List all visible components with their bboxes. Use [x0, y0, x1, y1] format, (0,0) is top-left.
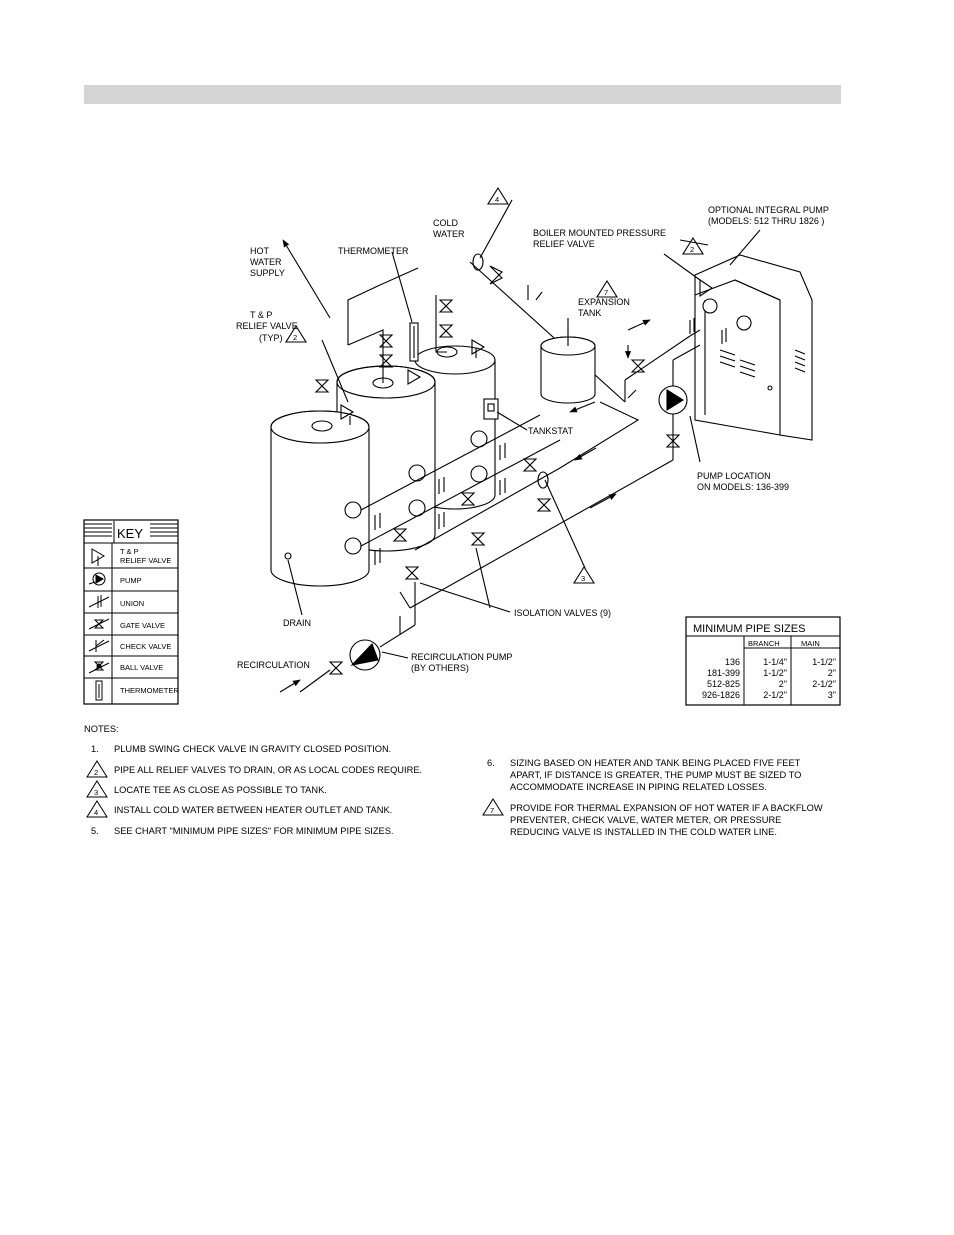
note-2-text: PIPE ALL RELIEF VALVES TO DRAIN, OR AS L… — [114, 765, 423, 775]
note-6-num: 6. — [487, 758, 495, 768]
drain-label: DRAIN — [283, 618, 311, 628]
key-label-gate: GATE VALVE — [120, 621, 165, 630]
key-label-relief-1: T & P — [120, 547, 139, 556]
pump-location-label-1: PUMP LOCATION — [697, 471, 771, 481]
recirc-pump-label-1: RECIRCULATION PUMP — [411, 652, 512, 662]
relief-valve-icon — [91, 548, 105, 566]
pipe-table-col-main: MAIN — [801, 639, 820, 648]
pipe-row-3-main: 2-1/2" — [812, 679, 836, 689]
note-4-text: INSTALL COLD WATER BETWEEN HEATER OUTLET… — [114, 805, 393, 815]
note-1-num: 1. — [91, 744, 99, 754]
note-5-text: SEE CHART "MINIMUM PIPE SIZES" FOR MINIM… — [114, 826, 394, 836]
storage-tank-1 — [270, 410, 370, 587]
note-7-line-3: REDUCING VALVE IS INSTALLED IN THE COLD … — [510, 827, 777, 837]
boiler-relief-label-2: RELIEF VALVE — [533, 239, 595, 249]
pump-location-label-2: ON MODELS: 136-399 — [697, 482, 789, 492]
pipe-row-3-branch: 2" — [779, 679, 787, 689]
note-7-line-1: PROVIDE FOR THERMAL EXPANSION OF HOT WAT… — [510, 803, 823, 813]
pipe-row-1-branch: 1-1/4" — [763, 657, 787, 667]
pipe-table-col-branch: BRANCH — [748, 639, 780, 648]
marker-2a: 2 — [690, 245, 694, 254]
pipe-size-table: MINIMUM PIPE SIZES BRANCH MAIN 136 181-3… — [685, 616, 841, 706]
key-label-ball: BALL VALVE — [120, 663, 163, 672]
pipe-table-title: MINIMUM PIPE SIZES — [693, 623, 805, 635]
ball-valve-icon — [88, 661, 110, 674]
marker-3: 3 — [581, 574, 585, 583]
boiler-relief-label-1: BOILER MOUNTED PRESSURE — [533, 228, 666, 238]
thermometer-icon — [95, 680, 103, 701]
key-label-relief-2: RELIEF VALVE — [120, 556, 171, 565]
hot-water-label-1: HOT — [250, 246, 270, 256]
union-icon — [88, 595, 110, 608]
hot-water-label-3: SUPPLY — [250, 268, 285, 278]
note-7-line-2: PREVENTER, CHECK VALVE, WATER METER, OR … — [510, 815, 782, 825]
cold-water-label-1: COLD — [433, 218, 459, 228]
key-legend: KEY — [83, 519, 179, 705]
note-2-marker: 2 — [94, 768, 98, 777]
pipe-row-4-model: 926-1826 — [702, 690, 740, 700]
note-6-line-2: APART, IF DISTANCE IS GREATER, THE PUMP … — [510, 770, 802, 780]
optional-pump-label-2: (MODELS: 512 THRU 1826 ) — [708, 216, 824, 226]
cold-water-label-2: WATER — [433, 229, 465, 239]
pump-icon — [88, 572, 106, 586]
expansion-tank-label-2: TANK — [578, 308, 601, 318]
key-title: KEY — [117, 526, 143, 541]
thermometer-label: THERMOMETER — [338, 246, 409, 256]
gate-valve-icon — [88, 618, 110, 630]
pipe-row-4-branch: 2-1/2" — [763, 690, 787, 700]
pipe-row-1-model: 136 — [725, 657, 740, 667]
pipe-row-3-model: 512-825 — [707, 679, 740, 689]
note-1-text: PLUMB SWING CHECK VALVE IN GRAVITY CLOSE… — [114, 744, 392, 754]
pipe-row-2-model: 181-399 — [707, 668, 740, 678]
tp-relief-label-2: RELIEF VALVE — [236, 321, 298, 331]
pipe-row-2-main: 2" — [828, 668, 836, 678]
recirculation-label: RECIRCULATION — [237, 660, 310, 670]
note-3-marker: 3 — [94, 788, 98, 797]
note-marker-4 — [487, 186, 509, 205]
marker-4: 4 — [495, 195, 499, 204]
note-5-num: 5. — [91, 826, 99, 836]
hot-water-label-2: WATER — [250, 257, 282, 267]
pipe-row-4-main: 3" — [828, 690, 836, 700]
note-6-line-1: SIZING BASED ON HEATER AND TANK BEING PL… — [510, 758, 801, 768]
key-label-check: CHECK VALVE — [120, 642, 171, 651]
header-bar — [84, 85, 841, 104]
note-7-marker: 7 — [490, 806, 494, 815]
note-6-line-3: ACCOMMODATE INCREASE IN PIPING RELATED L… — [510, 782, 767, 792]
expansion-tank-label-1: EXPANSION — [578, 297, 630, 307]
note-3-text: LOCATE TEE AS CLOSE AS POSSIBLE TO TANK. — [114, 785, 327, 795]
check-valve-icon — [88, 639, 110, 652]
tp-relief-label-3: (TYP) — [259, 333, 283, 343]
key-label-thermometer: THERMOMETER — [120, 686, 179, 695]
tankstat-label: TANKSTAT — [528, 426, 574, 436]
recirc-pump-label-2: (BY OTHERS) — [411, 663, 469, 673]
notes-heading: NOTES: — [84, 724, 119, 734]
boiler — [694, 254, 813, 441]
marker-2b: 2 — [293, 333, 297, 342]
isolation-valves-label: ISOLATION VALVES (9) — [514, 608, 611, 618]
note-4-marker: 4 — [94, 808, 98, 817]
tp-relief-label-1: T & P — [250, 310, 272, 320]
key-label-pump: PUMP — [120, 576, 142, 585]
pipe-row-2-branch: 1-1/2" — [763, 668, 787, 678]
optional-pump-label-1: OPTIONAL INTEGRAL PUMP — [708, 205, 829, 215]
marker-7: 7 — [604, 288, 608, 297]
key-label-union: UNION — [120, 599, 144, 608]
pipe-row-1-main: 1-1/2" — [812, 657, 836, 667]
